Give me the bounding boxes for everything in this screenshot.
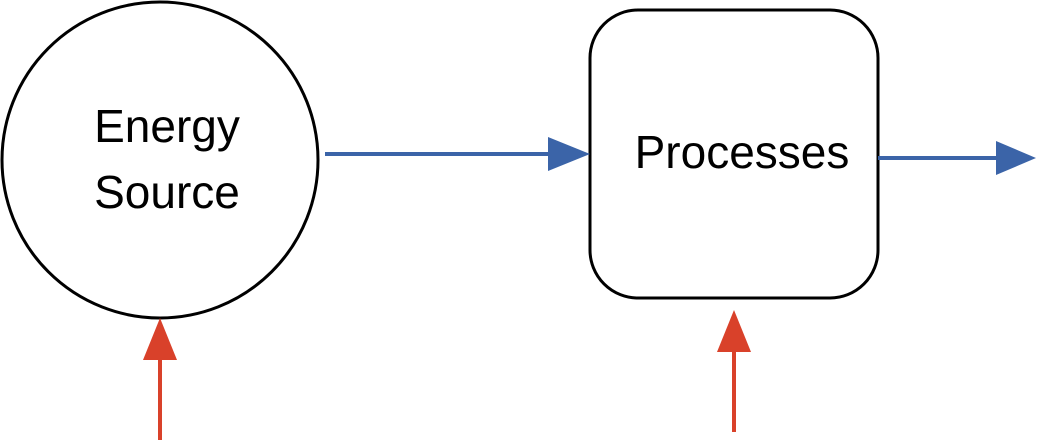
flow-arrow-processes-output	[878, 141, 1036, 175]
flow-arrow-source-to-processes	[325, 137, 590, 171]
input-arrow-processes	[717, 310, 751, 432]
energy-source-circle	[0, 0, 320, 320]
energy-source-label-line1: Energy	[94, 100, 240, 152]
processes-label: Processes	[635, 126, 850, 178]
energy-source-node: Energy Source	[0, 0, 320, 320]
input-arrow-energy-source	[143, 318, 177, 440]
energy-source-label-line2: Source	[94, 166, 240, 218]
processes-node: Processes	[588, 8, 880, 300]
